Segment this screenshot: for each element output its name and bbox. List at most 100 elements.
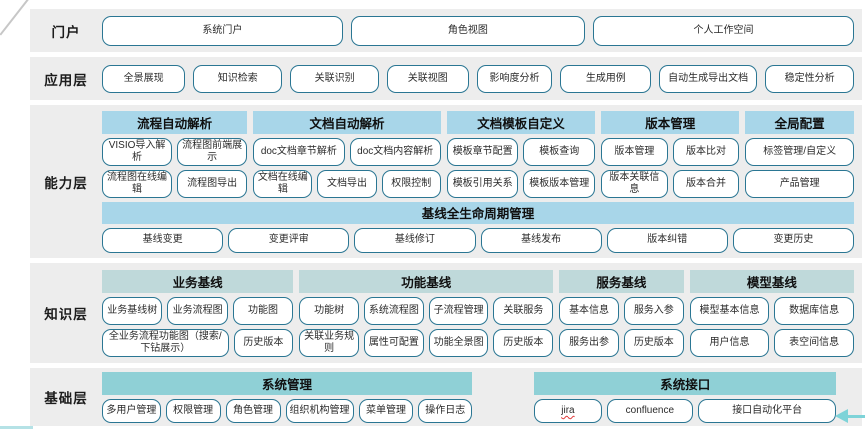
feature-box: 文档在线编辑 <box>253 169 313 198</box>
feature-group: 业务基线业务基线树业务流程图功能图全业务流程功能图（搜索/下钻展示）历史版本 <box>102 269 294 357</box>
feature-group: 版本管理版本管理版本比对版本关联信息版本合并 <box>601 110 740 198</box>
group-row: 流程图在线编辑流程图导出 <box>102 169 248 198</box>
feature-box: 操作日志 <box>418 398 472 423</box>
feature-box: 模板章节配置 <box>446 137 519 166</box>
feature-box: 功能全景图 <box>428 328 489 357</box>
feature-box: 历史版本 <box>233 328 294 357</box>
layer-band-portal: 门户 系统门户角色视图个人工作空间 <box>30 9 862 52</box>
feature-box: 模板引用关系 <box>446 169 519 198</box>
feature-box: 变更历史 <box>732 227 855 253</box>
group-header: 文档自动解析 <box>253 110 441 134</box>
feature-group: 系统管理多用户管理权限管理角色管理组织机构管理菜单管理操作日志 <box>102 371 472 423</box>
feature-box: 版本比对 <box>672 137 740 166</box>
feature-box: 系统门户 <box>102 15 343 46</box>
feature-box: 版本关联信息 <box>601 169 668 198</box>
feature-box: jira <box>534 398 602 423</box>
group-row: 模型基本信息数据库信息 <box>689 296 855 325</box>
feature-box: 历史版本 <box>623 328 684 357</box>
feature-box: 全景展现 <box>102 64 186 93</box>
group-header: 功能基线 <box>299 269 554 293</box>
layer-label: 知识层 <box>44 307 88 322</box>
group-row: 模板引用关系模板版本管理 <box>446 169 596 198</box>
group-header: 服务基线 <box>559 269 684 293</box>
feature-box: 基线变更 <box>102 227 224 253</box>
feature-box: 菜单管理 <box>358 398 414 423</box>
group-header: 文档模板自定义 <box>446 110 596 134</box>
feature-box: 属性可配置 <box>363 328 424 357</box>
group-header: 业务基线 <box>102 269 294 293</box>
feature-box: 用户信息 <box>689 328 770 357</box>
feature-box: 产品管理 <box>745 169 855 198</box>
group-row: 关联业务规则属性可配置功能全景图历史版本 <box>299 328 554 357</box>
feature-box: 多用户管理 <box>102 398 161 423</box>
feature-box: 历史版本 <box>493 328 554 357</box>
feature-box: 基线发布 <box>480 227 602 253</box>
group-row: 功能树系统流程图子流程管理关联服务 <box>299 296 554 325</box>
layer-content: 全景展现知识检索关联识别关联视图影响度分析生成用例自动生成导出文档稳定性分析 <box>102 57 862 100</box>
feature-box: 业务流程图 <box>167 296 228 325</box>
feature-box: 模板版本管理 <box>523 169 596 198</box>
group-row: 文档在线编辑文档导出权限控制 <box>253 169 441 198</box>
layer-label: 能力层 <box>44 175 88 191</box>
feature-box: 流程图前端展示 <box>177 137 248 166</box>
feature-box: 服务入参 <box>623 296 684 325</box>
feature-box: 影响度分析 <box>476 64 553 93</box>
layer-label: 基础层 <box>44 391 88 406</box>
group-header: 全局配置 <box>745 110 855 134</box>
feature-box: 功能树 <box>299 296 359 325</box>
feature-box: doc文档内容解析 <box>349 137 441 166</box>
feature-box: 稳定性分析 <box>765 64 855 93</box>
group-header: 系统接口 <box>534 371 837 395</box>
group-row: 全业务流程功能图（搜索/下钻展示）历史版本 <box>102 328 294 357</box>
feature-box: 版本纠错 <box>606 227 728 253</box>
feature-group: 服务基线基本信息服务入参服务出参历史版本 <box>559 269 684 357</box>
feature-box: 模型基本信息 <box>689 296 770 325</box>
feature-box: 子流程管理 <box>428 296 489 325</box>
baseline-row: 基线变更变更评审基线修订基线发布版本纠错变更历史 <box>102 227 855 253</box>
group-row: 模板章节配置模板查询 <box>446 137 596 166</box>
feature-box: 文档导出 <box>317 169 377 198</box>
group-row: 服务出参历史版本 <box>559 328 684 357</box>
feature-box: 版本合并 <box>672 169 740 198</box>
group-row: 用户信息表空间信息 <box>689 328 855 357</box>
feature-box: 表空间信息 <box>774 328 855 357</box>
feature-group: 文档模板自定义模板章节配置模板查询模板引用关系模板版本管理 <box>446 110 596 198</box>
feature-box: 流程图在线编辑 <box>102 169 173 198</box>
feature-box: 生成用例 <box>560 64 652 93</box>
feature-box: VISIO导入解析 <box>102 137 173 166</box>
bottom-edge-accent-line <box>0 426 33 429</box>
feature-box: 组织机构管理 <box>285 398 354 423</box>
feature-box: 接口自动化平台 <box>697 398 837 423</box>
layer-content: 系统门户角色视图个人工作空间 <box>102 9 862 52</box>
group-row: 产品管理 <box>745 169 855 198</box>
feature-box: 标签管理/自定义 <box>745 137 855 166</box>
feature-box: 角色视图 <box>350 15 585 46</box>
knowledge-groups-row: 业务基线业务基线树业务流程图功能图全业务流程功能图（搜索/下钻展示）历史版本功能… <box>102 269 855 357</box>
feature-box: 权限控制 <box>381 169 441 198</box>
group-row: 标签管理/自定义 <box>745 137 855 166</box>
feature-box: doc文档章节解析 <box>253 137 345 166</box>
group-row: 基本信息服务入参 <box>559 296 684 325</box>
feature-group: 功能基线功能树系统流程图子流程管理关联服务关联业务规则属性可配置功能全景图历史版… <box>299 269 554 357</box>
layer-content: 业务基线业务基线树业务流程图功能图全业务流程功能图（搜索/下钻展示）历史版本功能… <box>102 263 862 363</box>
group-header: 版本管理 <box>601 110 740 134</box>
left-arrow-icon <box>835 409 848 423</box>
feature-box: 基本信息 <box>559 296 619 325</box>
feature-box: 数据库信息 <box>774 296 855 325</box>
layer-label: 应用层 <box>44 72 88 88</box>
page-corner-line <box>0 0 31 36</box>
feature-group: 全局配置标签管理/自定义产品管理 <box>745 110 855 198</box>
feature-box: 版本管理 <box>601 137 668 166</box>
feature-box: 基线修订 <box>354 227 476 253</box>
feature-box: 全业务流程功能图（搜索/下钻展示） <box>102 328 229 357</box>
feature-box: 流程图导出 <box>177 169 248 198</box>
layer-label: 门户 <box>51 24 81 40</box>
